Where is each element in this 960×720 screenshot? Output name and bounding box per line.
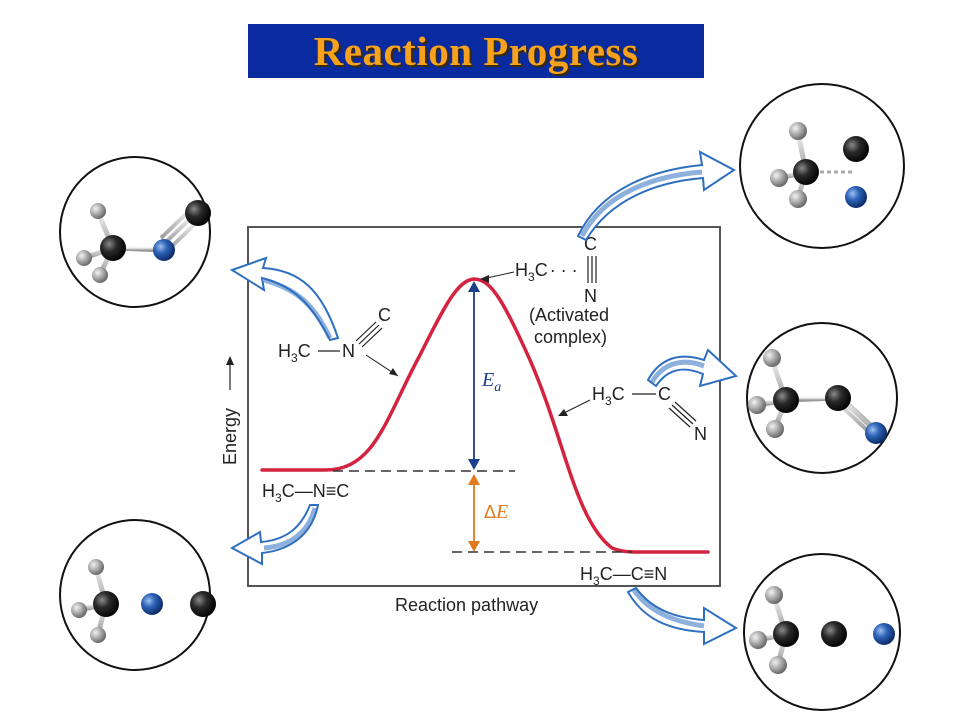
svg-text:(Activated: (Activated [529, 305, 609, 325]
svg-text:N: N [342, 341, 355, 361]
nitrogen-atom [153, 239, 175, 261]
svg-text:N: N [584, 286, 597, 306]
svg-text:H3C: H3C [592, 384, 625, 408]
delta-e-arrow [468, 474, 480, 552]
hydrogen-atom [90, 203, 106, 219]
graph-frame [247, 226, 721, 587]
title-banner: Reaction Progress [248, 24, 704, 78]
molecule-circle-bent-isocyanide [59, 156, 211, 308]
molecule-circle-isocyanide [59, 519, 216, 671]
molecule-circle-activated-complex [739, 83, 905, 249]
molecule-circle-bent-cyanide [746, 322, 898, 474]
callout-arrow-bent-cyanide [646, 348, 738, 388]
delta-e-label: ΔE [484, 501, 508, 523]
x-axis-label: Reaction pathway [395, 595, 538, 615]
carbon-atom [100, 235, 126, 261]
y-axis-label: Energy [220, 408, 240, 465]
activated-complex-formula: H3C· · · C N (Activated complex) [480, 234, 609, 347]
molecule-circle-acetonitrile [743, 553, 901, 711]
ea-arrow [468, 281, 480, 470]
bent-cyanide-formula: H3C C N [558, 384, 707, 444]
svg-text:H3C· · ·: H3C· · · [515, 260, 578, 284]
svg-text:N: N [694, 424, 707, 444]
svg-text:complex): complex) [534, 327, 607, 347]
callout-arrow-acetonitrile [626, 586, 739, 646]
energy-curve [260, 277, 710, 554]
ea-label: Ea [481, 369, 501, 395]
hydrogen-atom [92, 267, 108, 283]
product-formula: H3C—C≡N [580, 564, 667, 588]
svg-text:C: C [658, 384, 671, 404]
hydrogen-atom [76, 250, 92, 266]
carbon-atom [185, 200, 211, 226]
page-title: Reaction Progress [313, 28, 639, 74]
svg-text:C: C [378, 305, 391, 325]
bent-isocyanide-formula: H3C N C [278, 305, 399, 377]
y-axis-arrow [226, 356, 234, 390]
reactant-formula: H3C—N≡C [262, 481, 349, 505]
svg-text:H3C: H3C [278, 341, 311, 365]
